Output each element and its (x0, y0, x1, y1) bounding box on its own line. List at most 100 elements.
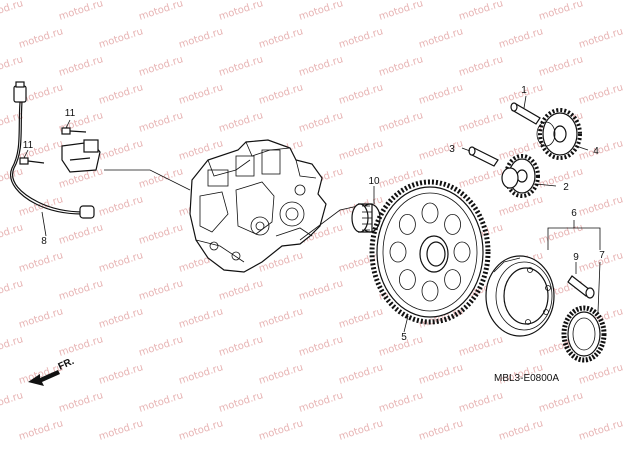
watermark-text: motod.ru (578, 418, 625, 443)
watermark-text: motod.ru (218, 334, 265, 359)
callout-5: 5 (401, 332, 407, 343)
watermark-text: motod.ru (378, 166, 425, 191)
watermark-text: motod.ru (458, 0, 505, 23)
gear-hole (453, 241, 471, 263)
watermark-text: motod.ru (258, 306, 305, 331)
watermark-text: motod.ru (538, 54, 585, 79)
reduction-shaft-1 (510, 95, 541, 125)
watermark-text: motod.ru (98, 418, 145, 443)
callout-6: 6 (571, 208, 577, 219)
front-label: FR. (57, 356, 76, 373)
watermark-text: motod.ru (338, 362, 385, 387)
watermark-text: motod.ru (18, 418, 65, 443)
watermark-text: motod.ru (418, 418, 465, 443)
watermark-text: motod.ru (498, 26, 545, 51)
watermark-text: motod.ru (18, 306, 65, 331)
pulse-sensor-assembly (10, 81, 101, 237)
watermark-text: motod.ru (138, 222, 185, 247)
callout-8: 8 (41, 236, 47, 247)
watermark-text: motod.ru (0, 222, 25, 247)
watermark-text: motod.ru (178, 418, 225, 443)
watermark-text: motod.ru (578, 26, 625, 51)
front-direction-arrow (28, 370, 60, 386)
watermark-text: motod.ru (458, 54, 505, 79)
watermark-text: motod.ru (258, 26, 305, 51)
callout-labels: 1 2 3 4 5 6 7 8 9 10 11 11 FR. MBL3-E080… (23, 85, 605, 384)
watermark-text: motod.ru (58, 222, 105, 247)
watermark-text: motod.ru (138, 0, 185, 23)
watermark-text: motod.ru (538, 390, 585, 415)
callout-4: 4 (593, 146, 599, 157)
watermark-text: motod.ru (0, 0, 25, 23)
clutch-bolt-9 (567, 262, 595, 299)
watermark-text: motod.ru (418, 362, 465, 387)
crankcase-assembly (104, 139, 359, 273)
starter-driven-gear-5 (369, 179, 491, 333)
watermark-text: motod.ru (178, 26, 225, 51)
watermark-text: motod.ru (458, 334, 505, 359)
watermark-text: motod.ru (98, 26, 145, 51)
gear-hole (389, 241, 407, 263)
watermark-text: motod.ru (338, 418, 385, 443)
watermark-text: motod.ru (98, 250, 145, 275)
watermark-text: motod.ru (98, 82, 145, 107)
watermark-text: motod.ru (298, 0, 345, 23)
watermark-text: motod.ru (98, 306, 145, 331)
watermark-text: motod.ru (418, 82, 465, 107)
watermark-text: motod.ru (178, 82, 225, 107)
watermark-text: motod.ru (258, 418, 305, 443)
watermark-text: motod.ru (498, 418, 545, 443)
callout-10: 10 (368, 176, 380, 187)
watermark-text: motod.ru (98, 194, 145, 219)
watermark-text: motod.ru (378, 0, 425, 23)
watermark-text: motod.ru (298, 110, 345, 135)
bolt-11-upper (61, 127, 87, 135)
watermark-text: motod.ru (218, 278, 265, 303)
watermark-text: motod.ru (298, 54, 345, 79)
watermark-text: motod.ru (178, 306, 225, 331)
watermark-text: motod.ru (0, 278, 25, 303)
idle-gear-2 (501, 154, 557, 198)
watermark-text: motod.ru (338, 138, 385, 163)
watermark-text: motod.ru (298, 278, 345, 303)
callout-11-upper: 11 (65, 108, 76, 119)
watermark-text: motod.ru (418, 26, 465, 51)
watermark-text: motod.ru (0, 334, 25, 359)
callout-2: 2 (563, 182, 569, 193)
watermark-text: motod.ru (0, 54, 25, 79)
watermark-text: motod.ru (578, 82, 625, 107)
watermark-text: motod.ru (458, 166, 505, 191)
watermark-text: motod.ru (218, 54, 265, 79)
watermark-text: motod.ru (218, 0, 265, 23)
watermark-text: motod.ru (18, 250, 65, 275)
diagram-code: MBL3-E0800A (494, 373, 559, 384)
watermark-text: motod.ru (138, 54, 185, 79)
watermark-text: motod.ru (58, 54, 105, 79)
watermark-text: motod.ru (538, 166, 585, 191)
callout-11-lower: 11 (23, 140, 34, 151)
watermark-text: motod.ru (218, 390, 265, 415)
watermark-text: motod.ru (0, 390, 25, 415)
gear-hole (444, 214, 462, 235)
watermark-text: motod.ru (18, 26, 65, 51)
gear-hole (421, 280, 439, 302)
watermark-text: motod.ru (458, 390, 505, 415)
watermark-text: motod.ru (378, 390, 425, 415)
watermark-text: motod.ru (458, 110, 505, 135)
watermark-text: motod.ru (58, 390, 105, 415)
watermark-text: motod.ru (338, 82, 385, 107)
watermark-text: motod.ru (58, 334, 105, 359)
one-way-clutch-7 (561, 305, 607, 363)
watermark-text: motod.ru (58, 0, 105, 23)
watermark-text: motod.ru (258, 362, 305, 387)
watermark-text: motod.ru (0, 166, 25, 191)
watermark-text: motod.ru (378, 110, 425, 135)
gear-hole (398, 269, 416, 291)
watermark-text: motod.ru (538, 0, 585, 23)
watermark-text: motod.ru (298, 390, 345, 415)
watermark-text: motod.ru (258, 82, 305, 107)
callout-9: 9 (573, 252, 579, 263)
reduction-gear-4 (536, 108, 589, 160)
